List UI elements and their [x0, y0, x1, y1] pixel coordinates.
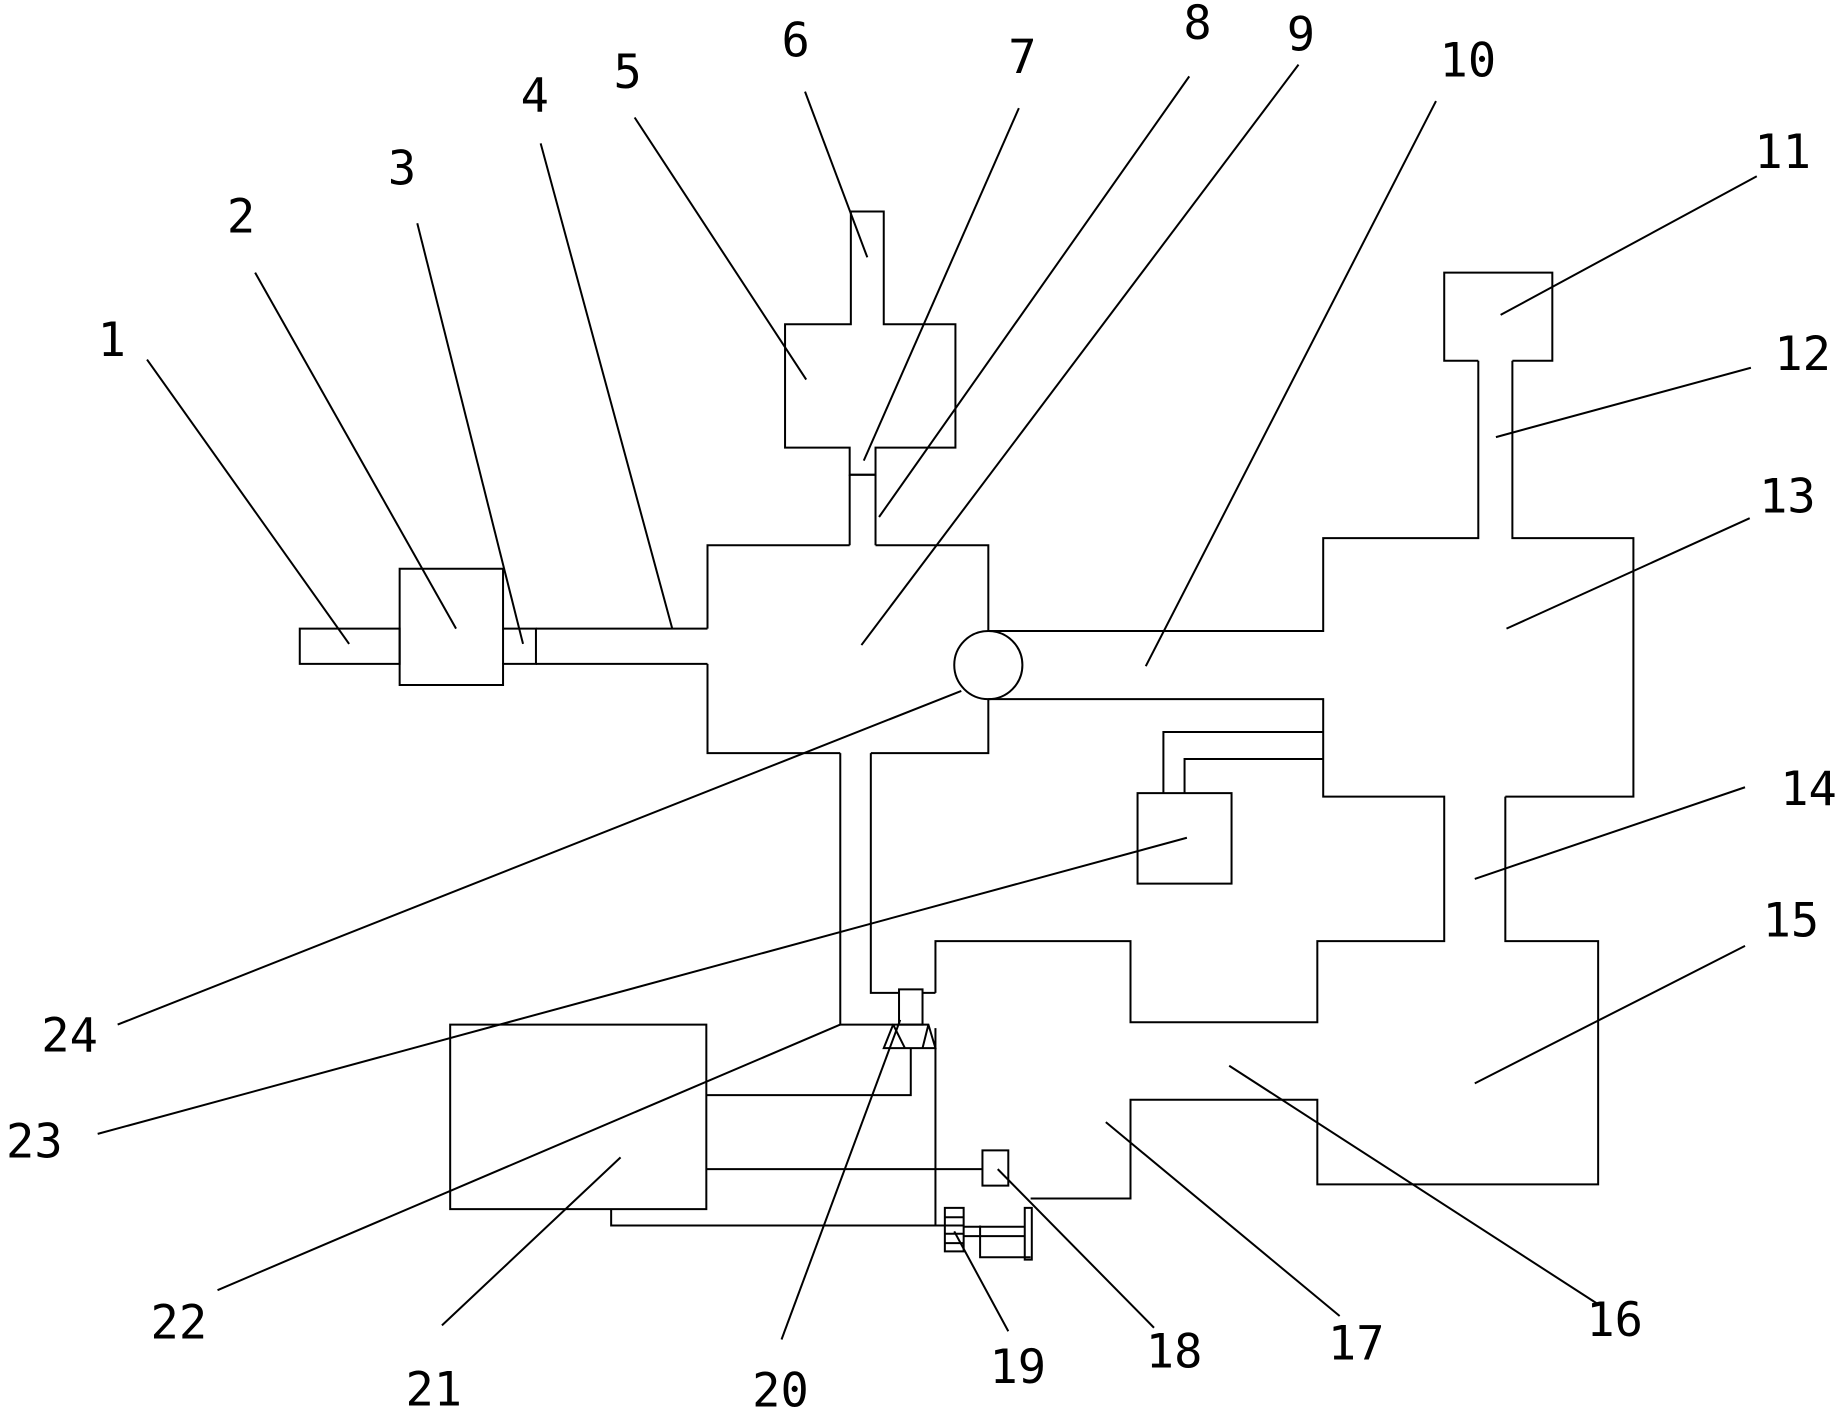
part-20-funnel	[884, 1025, 936, 1049]
leader-16	[1229, 1066, 1598, 1305]
leader-7	[864, 108, 1019, 461]
leader-3	[417, 223, 523, 644]
part-19-actuator-rods	[945, 1217, 1031, 1257]
leader-11	[1501, 176, 1757, 315]
leader-14	[1475, 787, 1745, 879]
leader-23	[98, 838, 1187, 1134]
label-1: 1	[98, 313, 126, 368]
leader-20	[782, 1020, 901, 1340]
leader-13	[1507, 518, 1750, 628]
leader-21	[442, 1157, 621, 1325]
part-22-pipes	[840, 753, 935, 1024]
leader-lines	[98, 65, 1757, 1340]
label-9: 9	[1287, 8, 1315, 63]
part-14-chamber	[935, 699, 1444, 1022]
label-19: 19	[990, 1340, 1047, 1395]
part-20-pipe	[899, 989, 923, 1024]
label-20: 20	[752, 1363, 809, 1410]
leader-4	[541, 143, 673, 628]
part-2-housing	[400, 569, 536, 685]
label-18: 18	[1146, 1325, 1203, 1380]
part-10-channel	[988, 361, 1633, 797]
leader-9	[861, 65, 1298, 645]
leader-22	[218, 1025, 841, 1291]
part-11-box	[1444, 273, 1552, 361]
label-15: 15	[1763, 893, 1820, 948]
part-19-plate	[1025, 1208, 1032, 1260]
part-4-pipe	[536, 629, 708, 664]
label-8: 8	[1183, 0, 1211, 51]
part-1-shaft	[300, 629, 400, 664]
leader-12	[1496, 368, 1751, 437]
part-18-sensor	[982, 1150, 1008, 1185]
label-13: 13	[1759, 469, 1816, 524]
label-11: 11	[1754, 125, 1811, 180]
label-17: 17	[1328, 1316, 1385, 1371]
leader-2	[255, 273, 456, 629]
leader-15	[1475, 946, 1745, 1083]
part-15-chamber	[1031, 797, 1599, 1199]
part-21-wire-a	[706, 1048, 910, 1095]
label-12: 12	[1774, 327, 1831, 382]
leader-5	[635, 118, 807, 380]
part-17-wall	[935, 1028, 944, 1225]
label-2: 2	[227, 190, 255, 245]
label-23: 23	[6, 1114, 63, 1169]
label-24: 24	[41, 1009, 98, 1064]
label-7: 7	[1008, 30, 1036, 85]
label-16: 16	[1586, 1293, 1643, 1348]
part-21-controller	[450, 1025, 706, 1209]
leader-19	[954, 1231, 1008, 1331]
label-22: 22	[151, 1295, 208, 1350]
part-24-valve	[954, 631, 1022, 699]
label-6: 6	[782, 13, 810, 68]
leader-24	[118, 691, 962, 1025]
leader-10	[1146, 101, 1436, 666]
leader-18	[998, 1169, 1154, 1328]
leader-1	[147, 360, 349, 644]
label-3: 3	[388, 141, 416, 196]
leader-6	[805, 92, 867, 258]
leader-17	[1106, 1122, 1340, 1316]
part-9-central-chamber	[708, 545, 989, 753]
leader-8	[879, 76, 1189, 517]
part-23-wires	[1163, 732, 1323, 793]
callout-labels: 1 2 3 4 5 6 7 8 9 10 11 12 13 14 15 16 1…	[6, 0, 1837, 1410]
part-5-6-vessel	[785, 212, 955, 475]
part-19-actuator	[945, 1208, 964, 1251]
label-4: 4	[521, 69, 549, 124]
label-14: 14	[1780, 762, 1837, 817]
label-5: 5	[614, 45, 642, 100]
part-23-box	[1138, 793, 1232, 883]
label-10: 10	[1440, 33, 1497, 88]
part-8-connector	[850, 475, 876, 546]
part-21-wire-c	[611, 1209, 945, 1225]
label-21: 21	[406, 1362, 463, 1410]
